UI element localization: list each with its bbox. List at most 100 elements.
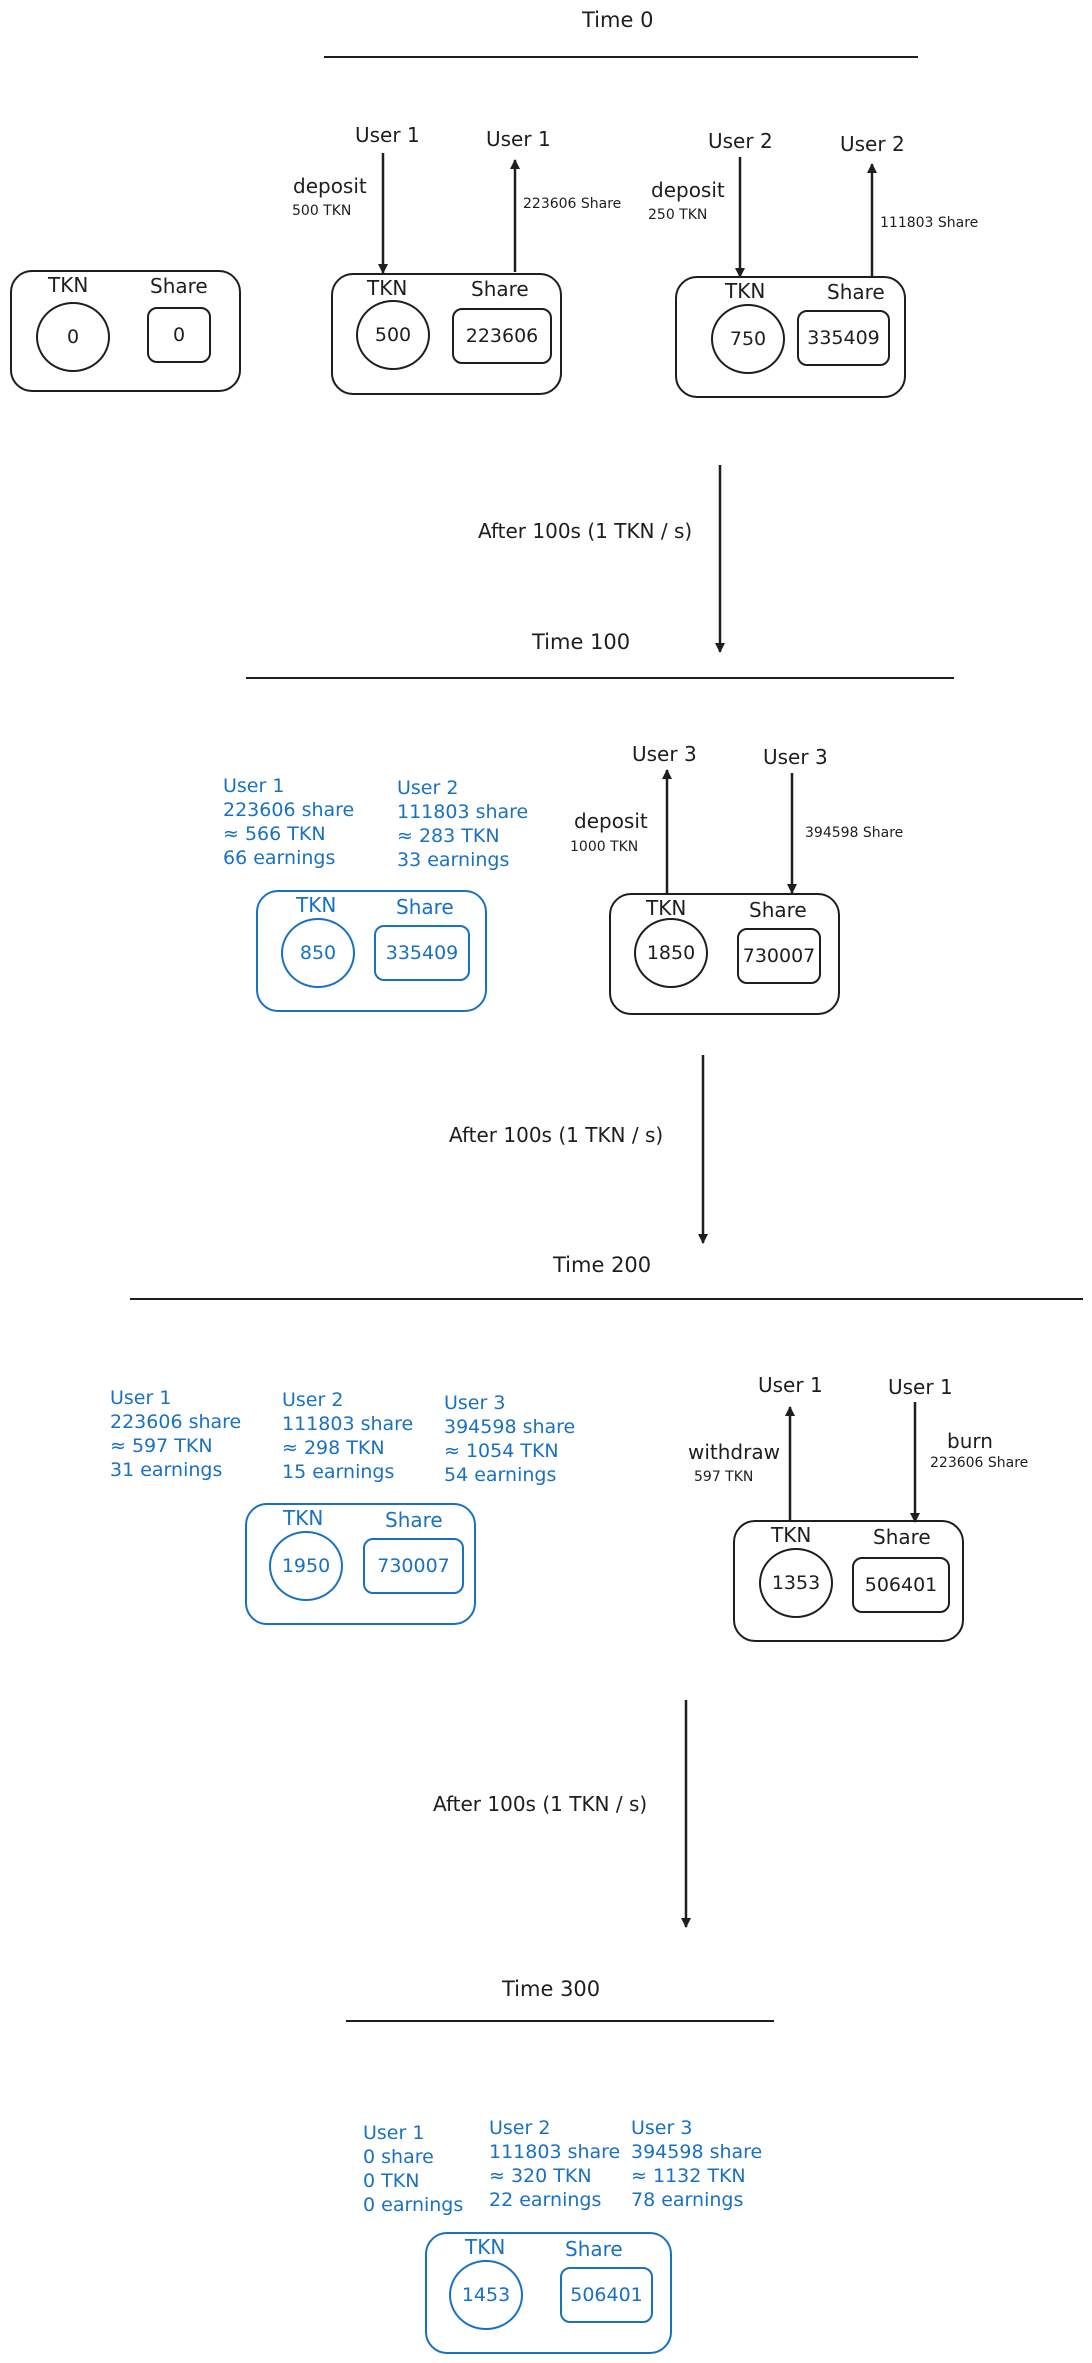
- earnings: 78 earnings: [631, 2189, 744, 2211]
- share-balance: 335409: [374, 925, 470, 981]
- time200-title: Time 200: [553, 1253, 652, 1277]
- tkn-balance: 1453: [449, 2260, 523, 2330]
- elapsed-label: After 100s (1 TKN / s): [433, 1792, 648, 1816]
- time300-title: Time 300: [502, 1977, 601, 2001]
- elapsed-label: After 100s (1 TKN / s): [478, 519, 693, 543]
- pool-time100: [256, 890, 487, 1012]
- share-amount: 223606 share: [110, 1411, 242, 1433]
- tkn-balance: 750: [711, 304, 785, 374]
- share-balance: 335409: [797, 310, 890, 366]
- share-balance: 506401: [560, 2267, 653, 2323]
- share-amount: 111803 share: [489, 2141, 621, 2163]
- share-balance: 730007: [737, 928, 821, 984]
- time100-divider: [246, 677, 954, 679]
- share-minted: 223606 Share: [523, 196, 622, 212]
- time0-divider: [324, 56, 918, 58]
- user1-label-out: User 1: [758, 1373, 823, 1397]
- share-label: Share: [749, 898, 807, 922]
- withdraw-label: withdraw: [688, 1440, 780, 1464]
- user3-label-in: User 3: [763, 745, 828, 769]
- tkn-balance: 500: [356, 300, 430, 370]
- tkn-balance: 1950: [269, 1531, 343, 1601]
- time200-divider: [130, 1298, 1083, 1300]
- share-label: Share: [396, 895, 454, 919]
- tkn-label: TKN: [725, 279, 766, 303]
- time0-title: Time 0: [582, 8, 654, 32]
- share-balance: 506401: [852, 1557, 950, 1613]
- tkn-value: ≈ 320 TKN: [489, 2165, 592, 2187]
- user2-label-in: User 2: [708, 129, 773, 153]
- tkn-balance: 850: [281, 918, 355, 988]
- withdraw-amount: 597 TKN: [694, 1469, 754, 1485]
- tkn-label: TKN: [48, 273, 89, 297]
- user-name: User 1: [110, 1387, 172, 1409]
- user-name: User 2: [489, 2117, 551, 2139]
- share-amount: 394598 share: [631, 2141, 763, 2163]
- deposit-label: deposit: [293, 174, 367, 198]
- tkn-value: ≈ 1132 TKN: [631, 2165, 746, 2187]
- tkn-value: ≈ 1054 TKN: [444, 1440, 559, 1462]
- deposit-amount: 1000 TKN: [570, 839, 639, 855]
- time300-divider: [346, 2020, 774, 2022]
- user-name: User 1: [363, 2122, 425, 2144]
- tkn-value: ≈ 298 TKN: [282, 1437, 385, 1459]
- tkn-label: TKN: [771, 1523, 812, 1547]
- pool-after-user3-deposit: [609, 893, 840, 1015]
- earnings: 66 earnings: [223, 847, 336, 869]
- deposit-amount: 500 TKN: [292, 203, 352, 219]
- elapsed-label: After 100s (1 TKN / s): [449, 1123, 664, 1147]
- pool-after-user2-deposit: [675, 276, 906, 398]
- tkn-label: TKN: [283, 1506, 324, 1530]
- user-name: User 3: [444, 1392, 506, 1414]
- pool-time200: [245, 1503, 476, 1625]
- user-name: User 3: [631, 2117, 693, 2139]
- pool-time0-initial: [10, 270, 241, 392]
- tkn-balance: 1353: [759, 1548, 833, 1618]
- tkn-label: TKN: [367, 276, 408, 300]
- tkn-value: ≈ 283 TKN: [397, 825, 500, 847]
- share-amount: 111803 share: [282, 1413, 414, 1435]
- share-balance: 730007: [363, 1538, 464, 1594]
- tkn-value: ≈ 566 TKN: [223, 823, 326, 845]
- tkn-balance: 1850: [634, 918, 708, 988]
- user1-label-in: User 1: [888, 1375, 953, 1399]
- share-label: Share: [150, 274, 208, 298]
- earnings: 15 earnings: [282, 1461, 395, 1483]
- tkn-label: TKN: [296, 893, 337, 917]
- user2-label-out: User 2: [840, 132, 905, 156]
- user-name: User 2: [282, 1389, 344, 1411]
- share-balance: 223606: [452, 308, 552, 364]
- earnings: 22 earnings: [489, 2189, 602, 2211]
- share-label: Share: [385, 1508, 443, 1532]
- share-minted: 394598 Share: [805, 825, 904, 841]
- user-name: User 2: [397, 777, 459, 799]
- earnings: 33 earnings: [397, 849, 510, 871]
- earnings: 0 earnings: [363, 2194, 464, 2216]
- share-label: Share: [565, 2237, 623, 2261]
- share-amount: 394598 share: [444, 1416, 576, 1438]
- pool-after-user1-deposit: [331, 273, 562, 395]
- pool-time300: [425, 2232, 672, 2354]
- tkn-value: 0 TKN: [363, 2170, 420, 2192]
- share-amount: 111803 share: [397, 801, 529, 823]
- deposit-label: deposit: [574, 809, 648, 833]
- user1-label-in: User 1: [355, 123, 420, 147]
- pool-after-withdraw-burn: [733, 1520, 964, 1642]
- share-label: Share: [827, 280, 885, 304]
- share-amount: 0 share: [363, 2146, 434, 2168]
- deposit-label: deposit: [651, 178, 725, 202]
- earnings: 54 earnings: [444, 1464, 557, 1486]
- tkn-balance: 0: [36, 302, 110, 372]
- burn-amount: 223606 Share: [930, 1455, 1029, 1471]
- tkn-value: ≈ 597 TKN: [110, 1435, 213, 1457]
